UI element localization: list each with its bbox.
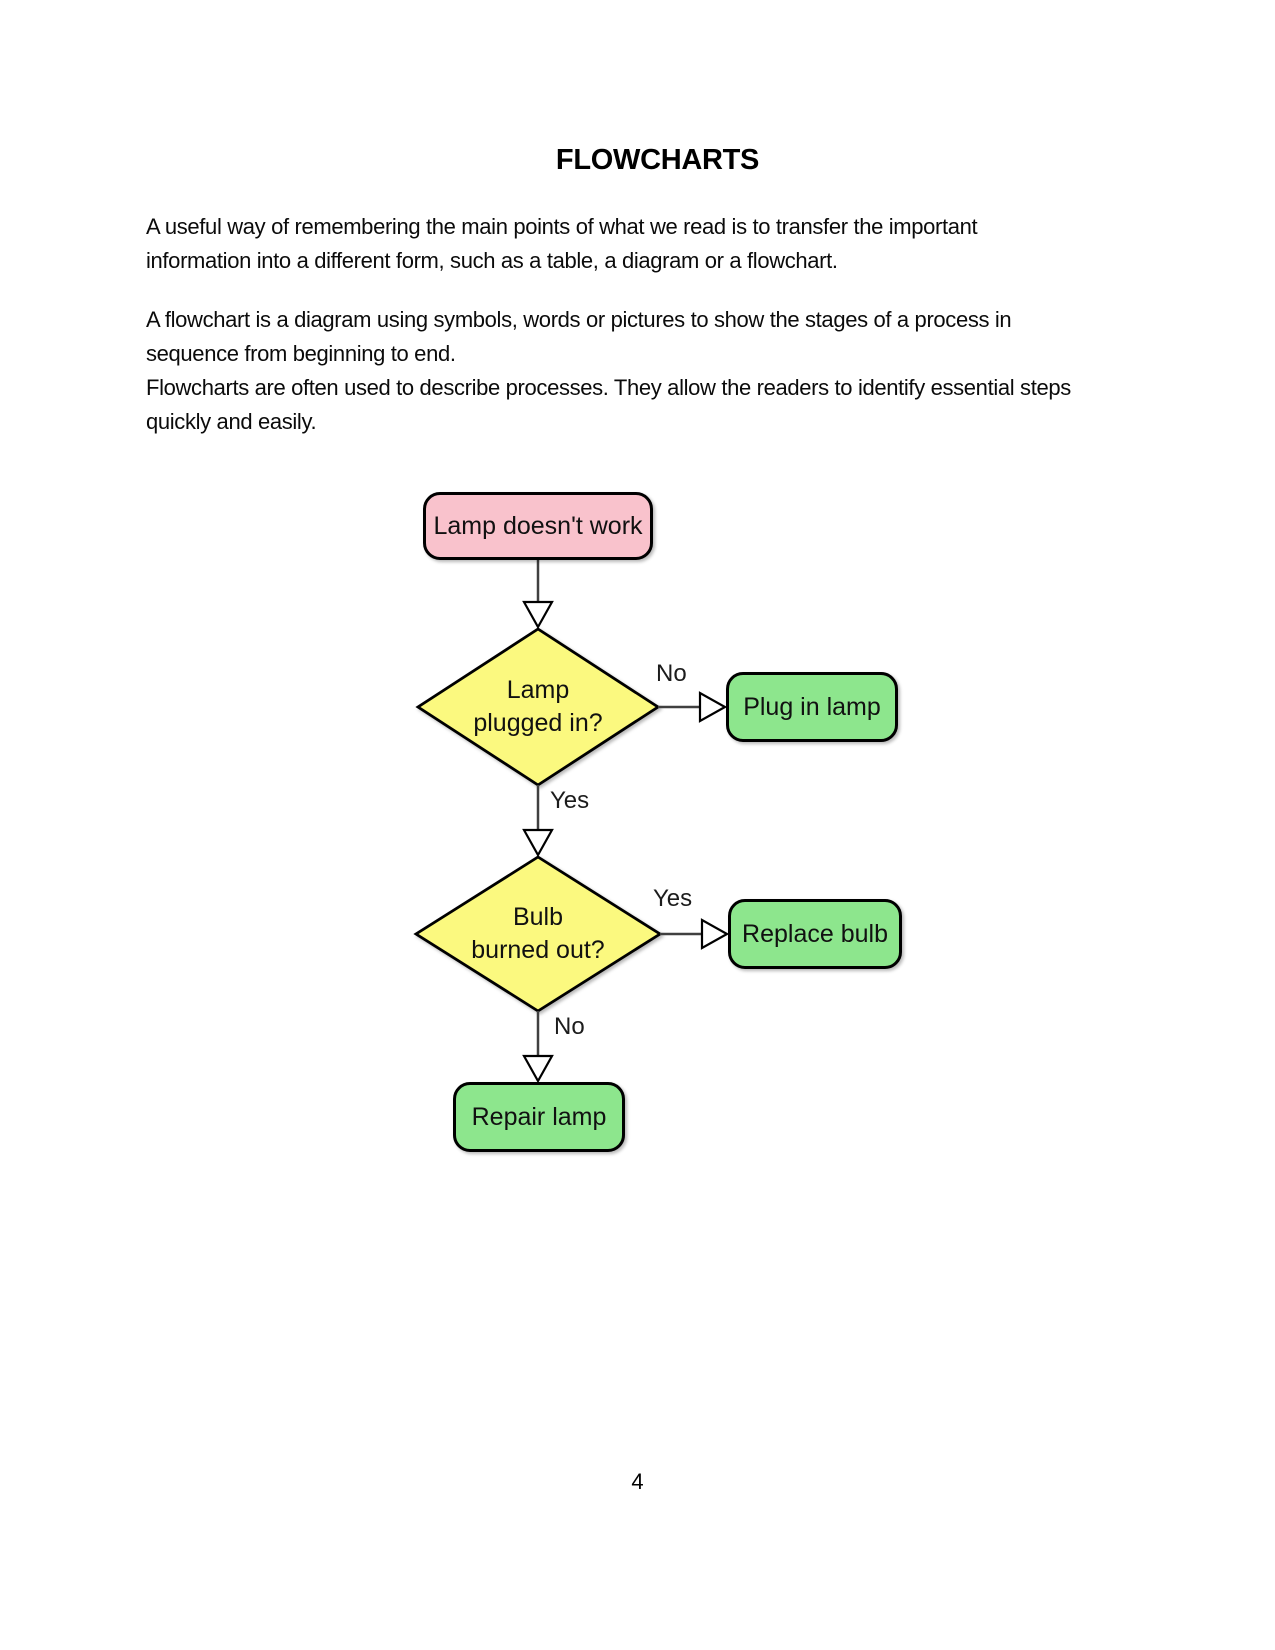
paragraph-definition: A flowchart is a diagram using symbols, … [146,303,1156,439]
decision1-label: Lamp plugged in? [418,674,658,740]
decision2-label: Bulb burned out? [418,901,658,967]
text-line: information into a different form, such … [146,248,838,273]
text-line: A useful way of remembering the main poi… [146,214,978,239]
paragraph-intro: A useful way of remembering the main poi… [146,210,1156,278]
text-line: quickly and easily. [146,409,317,434]
decision2-label-line2: burned out? [471,936,605,964]
arrowhead-right-1-icon [698,691,728,723]
flowchart-diagram: Lamp doesn't work Lamp plugged in? No Pl… [0,460,1275,1180]
edge-label-yes-1: Yes [550,787,590,814]
arrowhead-right-2-icon [700,918,730,950]
arrowhead-down-1-icon [522,600,554,630]
flowchart-node-repair-lamp: Repair lamp [453,1082,625,1152]
page-number: 4 [631,1469,644,1494]
arrowhead-down-2-icon [522,828,554,858]
flowchart-node-plug-in-lamp: Plug in lamp [726,672,898,742]
text-line: A flowchart is a diagram using symbols, … [146,307,1012,332]
edge-label-no-2: No [554,1013,585,1040]
text-line: Flowcharts are often used to describe pr… [146,375,1071,400]
flowchart-node-start: Lamp doesn't work [423,492,653,560]
decision2-label-line1: Bulb [512,903,564,931]
arrowhead-down-3-icon [522,1054,554,1084]
text-line: sequence from beginning to end. [146,341,456,366]
flowchart-canvas [413,560,730,1084]
decision1-label-line1: Lamp [506,676,570,704]
edge-label-no-1: No [656,660,687,687]
edge-label-yes-2: Yes [653,885,693,912]
page-title: FLOWCHARTS [555,144,760,176]
decision1-label-line2: plugged in? [473,709,603,737]
flowchart-node-replace-bulb: Replace bulb [728,899,902,969]
